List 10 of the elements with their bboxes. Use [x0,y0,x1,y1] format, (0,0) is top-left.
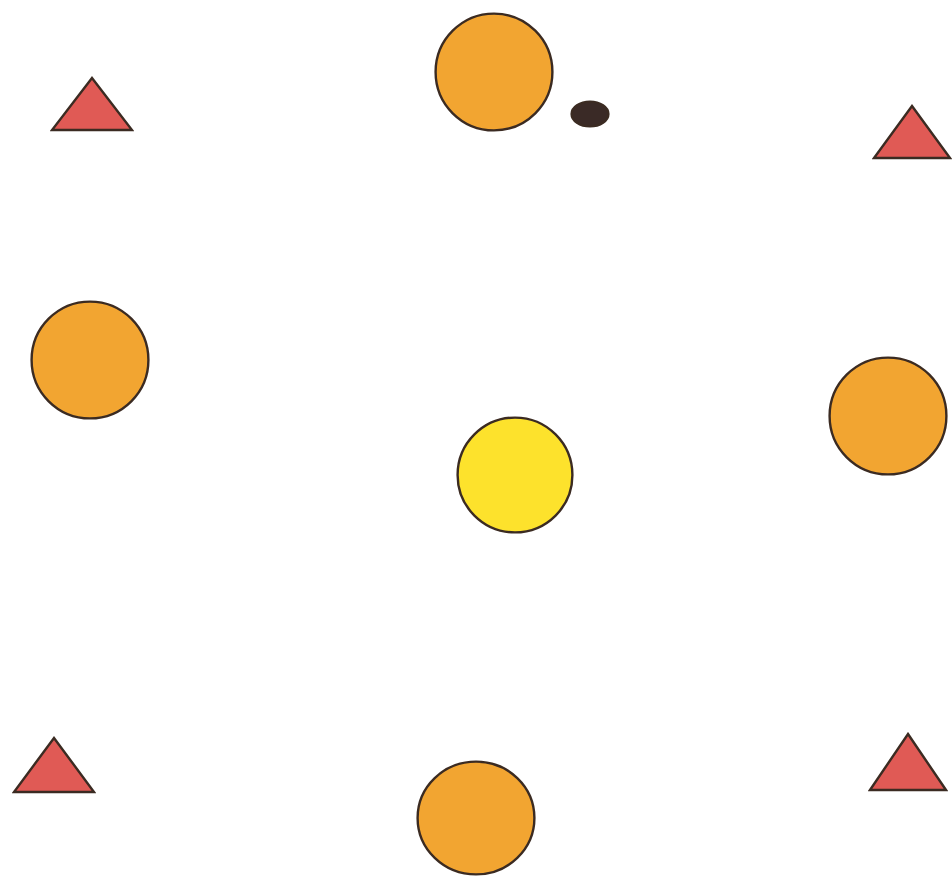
triangle-marker [12,736,96,794]
circle-marker [434,12,554,132]
circle-marker [416,760,536,876]
circle-marker [828,356,948,476]
circle-marker [456,416,574,534]
triangle-marker [50,76,134,132]
triangle-marker [868,732,948,792]
triangle-marker [872,104,952,160]
oval-marker [570,100,610,128]
circle-marker [30,300,150,420]
